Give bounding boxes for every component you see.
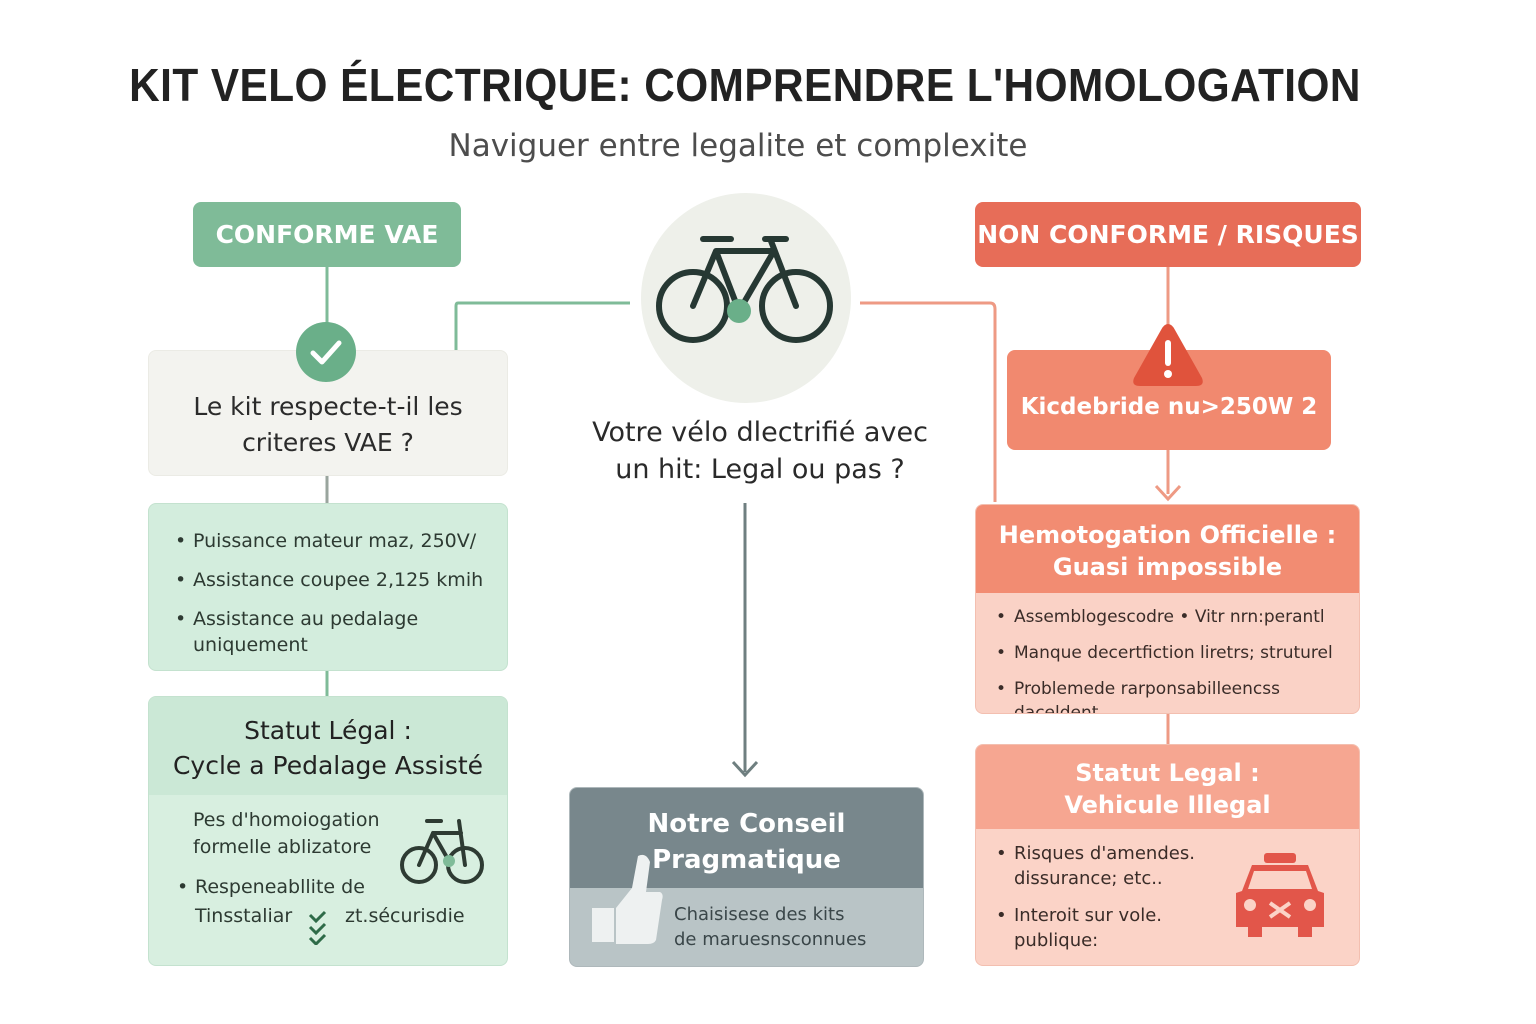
connector-circle-to-right xyxy=(860,301,997,502)
advice-card: Notre Conseil Pragmatique Chaisisese des… xyxy=(569,787,924,967)
bicycle-icon xyxy=(656,236,833,343)
center-question-line-1: Votre vélo dlectrifié avec xyxy=(592,417,928,448)
illegal-item: Risques d'amendes. dissurance; etc.. xyxy=(994,841,1224,891)
conforme-vae-label: CONFORME VAE xyxy=(193,202,461,267)
legal-body-line-2: formelle ablizatore xyxy=(193,836,372,858)
criteria-item: Assistance coupee 2,125 kmih xyxy=(173,567,493,593)
vae-question-line-2: criteres VAE ? xyxy=(242,428,414,457)
power-alert-card: Kicdebride nu>250W 2 xyxy=(1007,350,1331,450)
illegal-title-line-2: Vehicule Illegal xyxy=(1064,791,1271,819)
illegal-item: Interoit sur vole. publique: xyxy=(994,903,1224,953)
legal-bullet-line-2: Tinsstaliar xyxy=(195,905,293,927)
homologation-title-line-2: Guasi impossible xyxy=(1052,553,1283,581)
legal-tail-text: zt.sécurisdie xyxy=(345,905,465,927)
legal-status-illegal-card: Statut Legal : Vehicule Illegal Risques … xyxy=(975,744,1360,966)
car-icon xyxy=(1236,853,1324,937)
legal-status-vae-card: Statut Légal : Cycle a Pedalage Assisté … xyxy=(148,696,508,966)
bicycle-small-icon xyxy=(400,819,484,884)
homologation-item: Manque decertfiction liretrs; struturel xyxy=(994,641,1354,665)
homologation-item: Problemede rarponsabilleencss daceldent xyxy=(994,677,1354,713)
center-circle xyxy=(641,193,851,403)
page-title: KIT VELO ÉLECTRIQUE: COMPRENDRE L'HOMOLO… xyxy=(129,59,1361,111)
homologation-card: Hemotogation Officielle : Guasi impossib… xyxy=(975,504,1360,714)
arrowhead-homolog xyxy=(1154,484,1182,502)
criteria-item: Assistance au pedalage uniquement xyxy=(173,606,493,658)
vae-criteria-card: Puissance mateur maz, 250V/ Assistance c… xyxy=(148,503,508,671)
legal-bullet: Respeneabllite de Tinsstaliar xyxy=(175,873,415,931)
vae-question-line-1: Le kit respecte-t-il les xyxy=(193,392,463,421)
check-icon xyxy=(296,322,356,382)
page-subtitle: Naviguer entre legalite et complexite xyxy=(448,128,1028,164)
check-marks-icon xyxy=(308,910,327,945)
advice-title-line-2: Pragmatique xyxy=(652,845,841,875)
center-question: Votre vélo dlectrifié avec un hit: Legal… xyxy=(560,414,960,488)
legal-status-vae-title-1: Statut Légal : xyxy=(244,716,412,745)
criteria-item: Puissance mateur maz, 250V/ xyxy=(173,528,493,554)
power-alert-text: Kicdebride nu>250W 2 xyxy=(1020,394,1318,420)
legal-status-vae-title-2: Cycle a Pedalage Assisté xyxy=(172,751,484,780)
advice-text-line-1: Chaisisese des kits xyxy=(674,904,845,925)
advice-text-line-2: de maruesnsconnues xyxy=(674,929,867,950)
thumbs-up-icon xyxy=(592,854,663,944)
advice-title-line-1: Notre Conseil xyxy=(647,809,846,839)
advice-header: Notre Conseil Pragmatique xyxy=(570,788,923,888)
legal-status-vae-header: Statut Légal : Cycle a Pedalage Assisté xyxy=(149,697,507,795)
connector-circle-to-left xyxy=(454,301,630,350)
illegal-title-line-1: Statut Legal : xyxy=(1075,759,1260,787)
center-question-line-2: un hit: Legal ou pas ? xyxy=(615,454,905,485)
homologation-title-line-1: Hemotogation Officielle : xyxy=(998,521,1337,549)
advice-text: Chaisisese des kits de maruesnsconnues xyxy=(674,902,914,952)
non-conforme-label: NON CONFORME / RISQUES xyxy=(975,202,1361,267)
legal-status-illegal-header: Statut Legal : Vehicule Illegal xyxy=(976,745,1359,829)
legal-body-line-1: Pes d'homoiogation xyxy=(193,809,380,831)
homologation-item: Assemblogescodre • Vitr nrn:perantl xyxy=(994,605,1354,629)
arrowhead-advice xyxy=(731,760,759,778)
homologation-header: Hemotogation Officielle : Guasi impossib… xyxy=(976,505,1359,593)
legal-status-vae-text: Pes d'homoiogation formelle ablizatore xyxy=(193,807,413,861)
legal-bullet-line-1: Respeneabllite de xyxy=(195,876,365,898)
warning-icon xyxy=(1133,324,1203,386)
